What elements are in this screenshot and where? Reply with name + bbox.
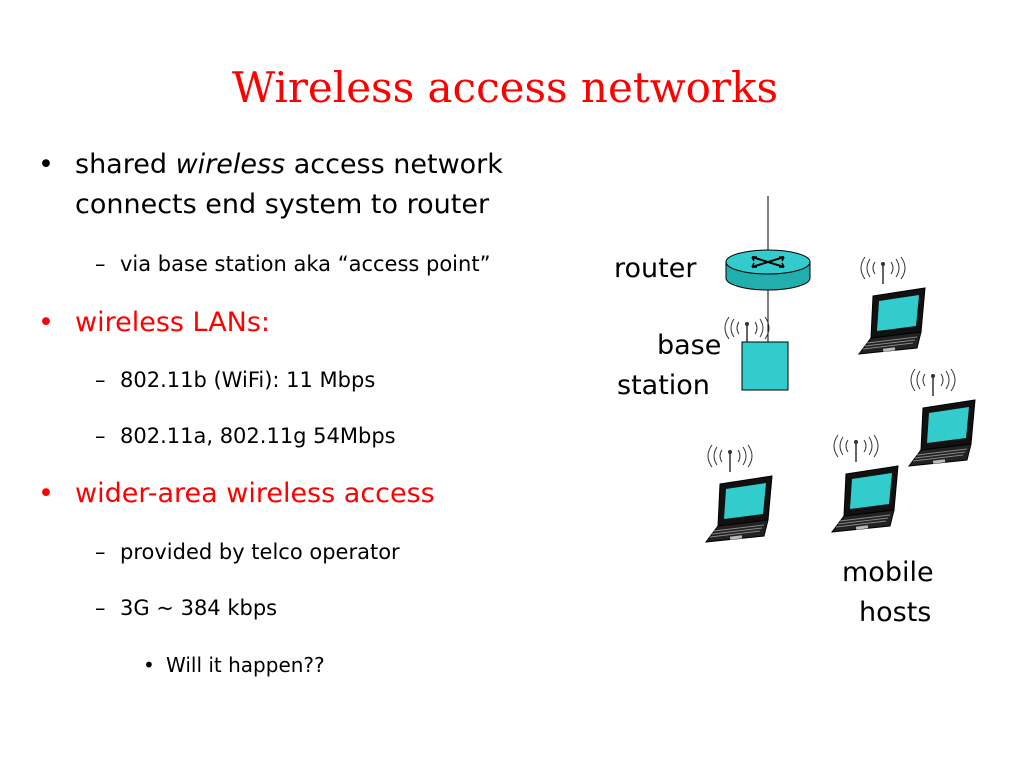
laptop-icon [832,435,898,532]
sub-bullet-marker: – [95,540,106,564]
mobile-hosts-label-line2: hosts [859,597,932,628]
sub-bullet-marker: – [95,368,106,392]
base-station-label-line2: station [617,370,710,401]
bullet-marker: • [38,478,54,509]
sub-bullet-marker: – [95,596,106,620]
base-station-label-line1: base [657,330,722,361]
slide-title: Wireless access networks [231,63,779,112]
sub-bullet-marker: – [95,424,106,448]
base-station-icon [724,316,789,391]
sub-bullet-telco: provided by telco operator [120,540,400,564]
laptop-icon [909,369,975,466]
bullet-wider-area: wider-area wireless access [75,478,435,509]
router-icon [725,249,811,291]
laptop-icon [859,257,925,354]
sub-bullet-base-station: via base station aka “access point” [120,252,491,276]
sub-bullet-marker: – [95,252,106,276]
sub-sub-bullet-will-it-happen: Will it happen?? [166,653,325,677]
sub-sub-bullet-marker: • [143,653,155,677]
bullet-marker: • [38,149,54,180]
bullet-marker: • [38,307,54,338]
laptop-icon [706,445,772,542]
router-label: router [614,253,697,284]
sub-bullet-80211b: 802.11b (WiFi): 11 Mbps [120,368,376,392]
sub-bullet-80211a: 802.11a, 802.11g 54Mbps [120,424,396,448]
bullet-wireless-lans: wireless LANs: [75,307,271,338]
bullet-shared-wireless-line2: connects end system to router [75,189,490,220]
mobile-hosts-label-line1: mobile [842,557,934,588]
sub-bullet-3g: 3G ~ 384 kbps [120,596,278,620]
bullet-shared-wireless: shared wireless access network [75,149,503,180]
